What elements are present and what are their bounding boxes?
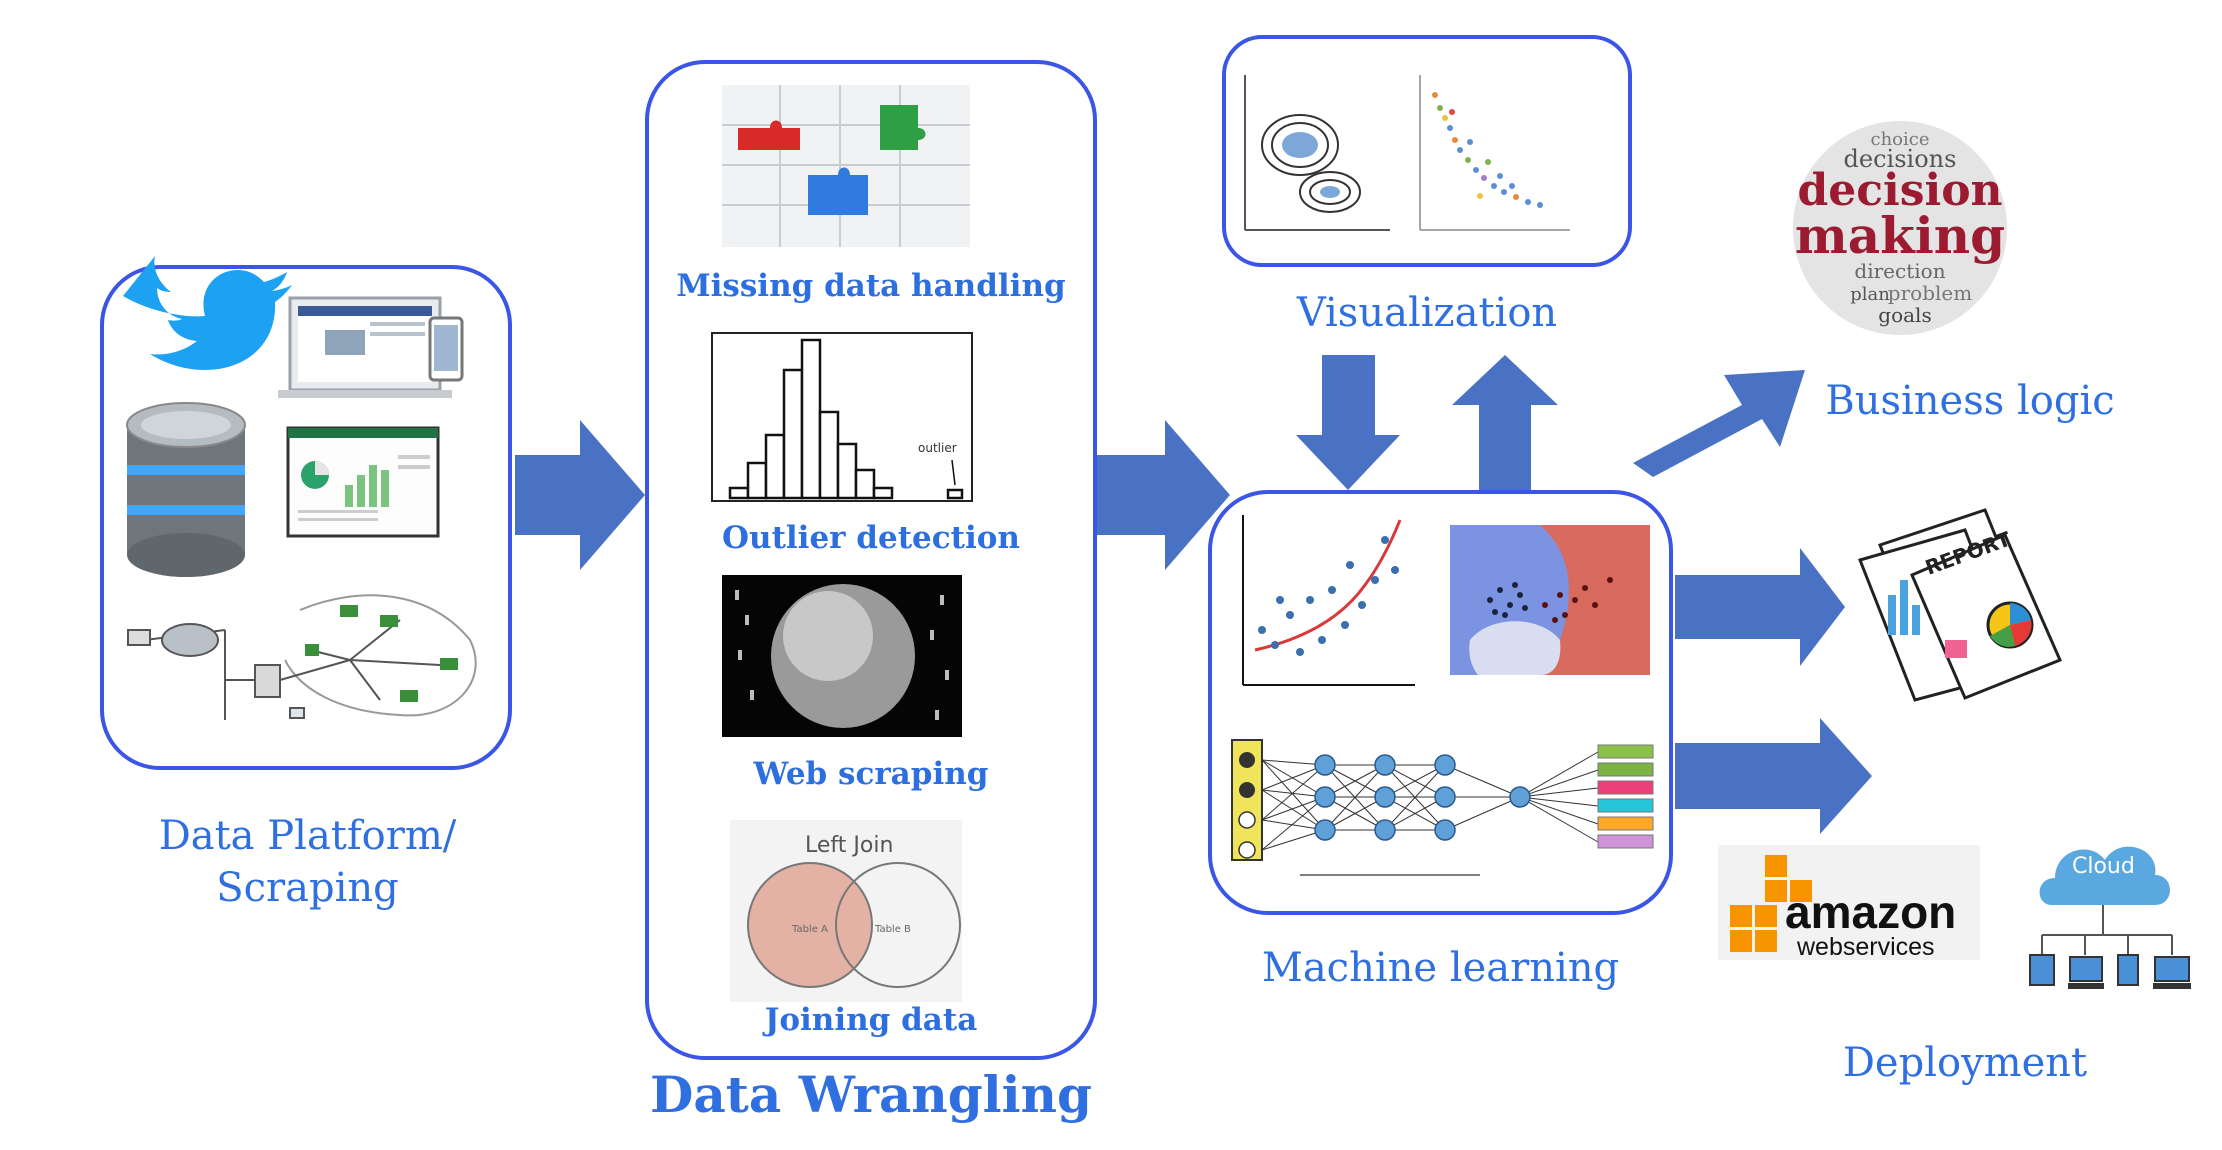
outlier-detection-label: Outlier detection bbox=[722, 520, 1020, 556]
cloud-icon bbox=[2029, 846, 2191, 989]
word-cloud-problem: problem bbox=[1888, 281, 1972, 305]
scatter-plot-icon bbox=[1419, 75, 1570, 231]
spreadsheet-icon bbox=[286, 426, 440, 538]
word-cloud-plan: plan bbox=[1850, 284, 1890, 305]
histogram-icon bbox=[711, 332, 973, 502]
venn-table-b: Table B bbox=[874, 924, 911, 935]
platform-label: Data Platform/ Scraping bbox=[120, 810, 495, 914]
visualization-label: Visualization bbox=[1296, 290, 1558, 336]
histogram-outlier-tag: outlier bbox=[918, 441, 957, 455]
arrow-wrangling-to-ml bbox=[1095, 420, 1230, 570]
network-diagram-icon bbox=[127, 594, 477, 720]
arrow-ml-to-visualization bbox=[1452, 355, 1558, 490]
arrow-ml-to-report bbox=[1675, 548, 1845, 666]
word-cloud-making: making bbox=[1795, 206, 2005, 265]
aws-logo-icon bbox=[1718, 845, 1980, 960]
word-cloud-decision: decision bbox=[1797, 165, 2002, 216]
word-cloud-choice: choice bbox=[1870, 129, 1929, 150]
deployment-label: Deployment bbox=[1842, 1040, 2088, 1086]
business-logic-label: Business logic bbox=[1825, 378, 2115, 424]
data-wrangling-title: Data Wrangling bbox=[650, 1065, 1092, 1124]
arrow-ml-to-business-logic bbox=[1633, 370, 1805, 477]
database-icon bbox=[126, 402, 246, 577]
aws-webservices-text: webservices bbox=[1796, 933, 1935, 961]
platform-label-line2: Scraping bbox=[216, 865, 399, 911]
word-cloud-decisions: decisions bbox=[1844, 145, 1957, 173]
neural-network-icon bbox=[1231, 739, 1654, 876]
joining-data-label: Joining data bbox=[764, 1002, 978, 1038]
platform-label-line1: Data Platform/ bbox=[158, 813, 457, 859]
twitter-bird-icon bbox=[123, 256, 292, 370]
arrow-visualization-to-ml bbox=[1296, 355, 1400, 490]
word-cloud-goals: goals bbox=[1878, 303, 1931, 327]
arrow-platform-to-wrangling bbox=[515, 420, 645, 570]
cloud-label: Cloud bbox=[2072, 854, 2135, 879]
word-cloud-direction: direction bbox=[1854, 259, 1945, 283]
venn-diagram-icon bbox=[730, 820, 962, 1002]
classifier-plot-icon bbox=[1450, 525, 1650, 675]
binary-sphere-icon bbox=[722, 575, 962, 737]
web-scraping-label: Web scraping bbox=[753, 756, 989, 792]
missing-data-label: Missing data handling bbox=[676, 268, 1066, 304]
regression-plot-icon bbox=[1242, 515, 1415, 686]
machine-learning-label: Machine learning bbox=[1261, 945, 1620, 991]
laptop-icon bbox=[278, 296, 464, 398]
report-icon bbox=[1858, 508, 2062, 702]
puzzle-icon bbox=[722, 85, 970, 247]
aws-amazon-text: amazon bbox=[1785, 886, 1956, 938]
word-cloud-icon: choice decisions decision making directi… bbox=[1793, 121, 2007, 335]
contour-plot-icon bbox=[1244, 75, 1390, 231]
venn-left-join: Left Join bbox=[805, 833, 893, 858]
arrow-ml-to-deployment bbox=[1675, 718, 1872, 834]
venn-table-a: Table A bbox=[791, 924, 828, 935]
